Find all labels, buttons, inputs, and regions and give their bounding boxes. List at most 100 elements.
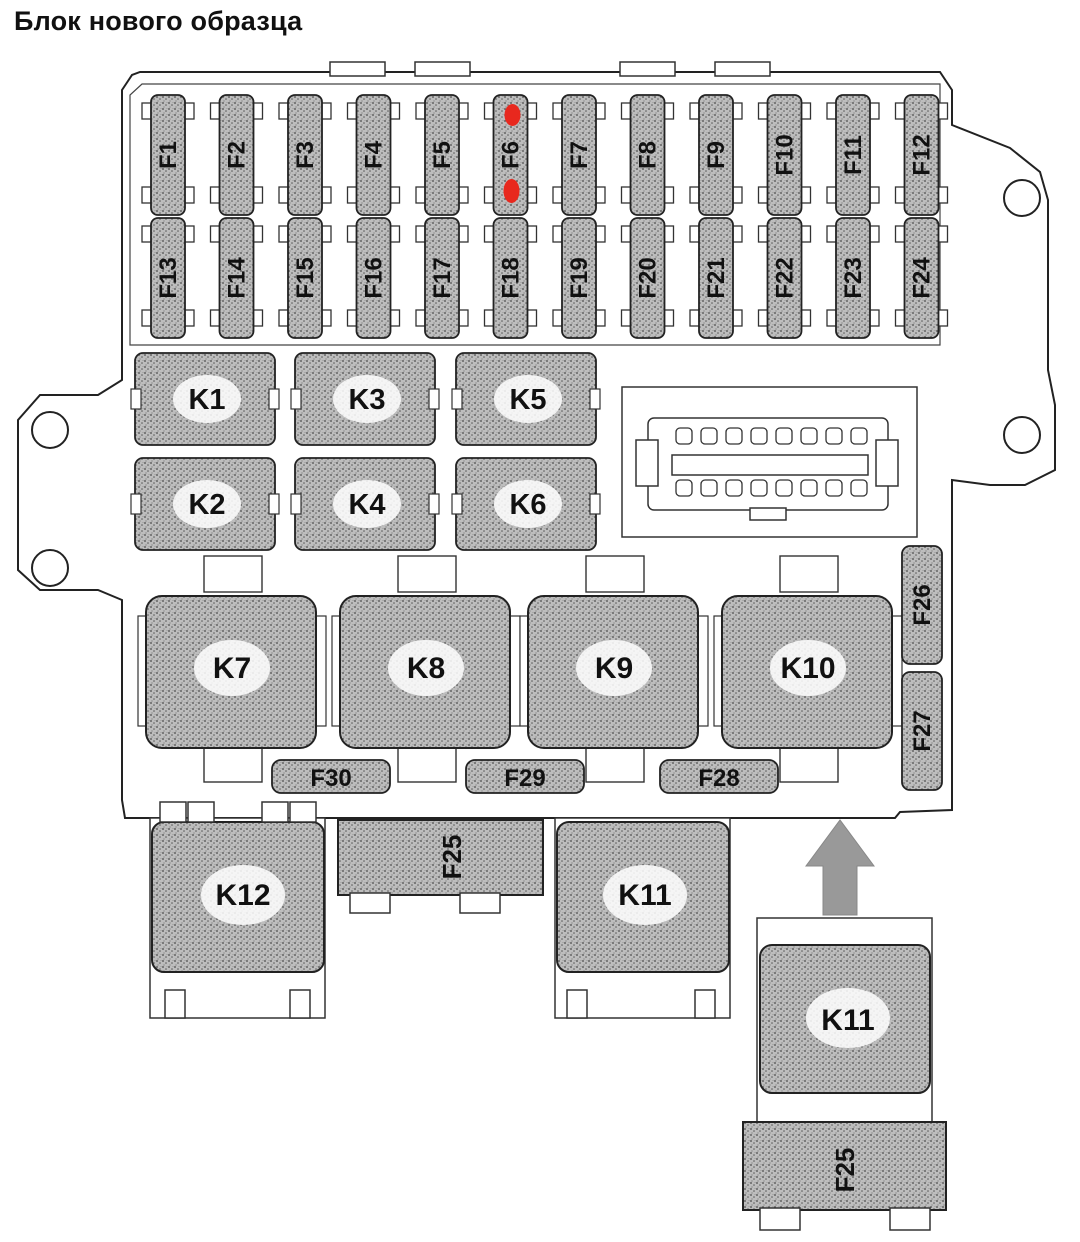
fuse-f11: F11 — [826, 94, 880, 216]
relay-label: K8 — [407, 652, 445, 685]
fuse-label: F5 — [429, 141, 456, 169]
fuse-label: F3 — [292, 141, 319, 169]
fuse-label: F23 — [840, 257, 867, 298]
fuse-f9: F9 — [689, 94, 743, 216]
fuse-label: F29 — [504, 765, 545, 792]
mount-hole-right-top — [1003, 179, 1041, 217]
fuse-f1: F1 — [141, 94, 195, 216]
detail-fuse-f25-label: F25 — [830, 1148, 860, 1193]
relay-k4: K4 — [290, 457, 440, 551]
relay-k1: K1 — [130, 352, 280, 446]
fuse-f5: F5 — [415, 94, 469, 216]
relay-k9: K9 — [519, 555, 709, 783]
diagram-title: Блок нового образца — [14, 6, 303, 36]
fuse-f23: F23 — [826, 217, 880, 339]
relay-k12-label: K12 — [215, 879, 270, 912]
relay-label: K7 — [213, 652, 251, 685]
housing-inner-outline — [129, 83, 941, 346]
fuse-f21: F21 — [689, 217, 743, 339]
fuse-f7: F7 — [552, 94, 606, 216]
fuse-label: F19 — [566, 257, 593, 298]
fuse-f10: F10 — [757, 94, 812, 216]
fuse-f27: F27 — [901, 671, 943, 791]
fuse-label: F7 — [566, 141, 593, 169]
fuse-f6: F6 — [483, 94, 538, 216]
mount-hole-left-bottom — [31, 549, 69, 587]
fuse-f24: F24 — [894, 217, 949, 339]
fuse-f25 — [337, 819, 544, 896]
fuse-label: F11 — [840, 135, 867, 175]
insert-arrow — [805, 819, 875, 916]
fuse-label: F20 — [635, 257, 662, 298]
fuse-f29: F29 — [465, 759, 585, 794]
fuse-f28: F28 — [659, 759, 779, 794]
fuse-label: F2 — [224, 141, 251, 169]
relay-label: K2 — [188, 489, 225, 521]
large-relays: K7 K8 K9 K10 — [137, 555, 903, 783]
fuse-f19: F19 — [552, 217, 606, 339]
fuse-label: F28 — [698, 765, 739, 792]
relay-k7: K7 — [137, 555, 327, 783]
relay-k2: K2 — [130, 457, 280, 551]
relay-label: K1 — [188, 384, 225, 416]
fuse-label: F26 — [909, 584, 936, 625]
relay-k10: K10 — [713, 555, 903, 783]
fuse-f13: F13 — [141, 217, 195, 339]
detail-relay-k11-label: K11 — [821, 1004, 874, 1037]
fuse-f26: F26 — [901, 545, 943, 665]
relay-k3: K3 — [290, 352, 440, 446]
horizontal-fuses: F30 F29 F28 — [271, 759, 779, 794]
fuse-f18: F18 — [483, 217, 538, 339]
fuse-label: F21 — [703, 257, 730, 298]
fuse-label: F27 — [909, 710, 936, 751]
relay-label: K6 — [509, 489, 546, 521]
fuse-label: F6 — [498, 141, 525, 169]
bottom-section: K12 F25 K11 K11 — [149, 801, 947, 1231]
fuse-label: F14 — [224, 257, 251, 299]
fuse-label: F8 — [635, 141, 662, 169]
fuse-label: F18 — [498, 257, 525, 298]
fuse-row-bottom: F13 F14 F15 F16 F17 F18 F19 F20 F21 F22 F23 F24 — [141, 217, 949, 339]
top-clips — [329, 61, 771, 77]
mount-hole-right-mid — [1003, 416, 1041, 454]
marker-dot — [503, 179, 520, 203]
fuse-f22: F22 — [757, 217, 812, 339]
relay-k5: K5 — [451, 352, 601, 446]
fuse-f25-label: F25 — [437, 835, 467, 880]
fuse-label: F30 — [310, 765, 351, 792]
fuse-f8: F8 — [620, 94, 675, 216]
relay-k8: K8 — [331, 555, 521, 783]
fuse-label: F4 — [361, 140, 388, 169]
fuse-label: F9 — [703, 141, 730, 169]
fuse-f17: F17 — [415, 217, 469, 339]
fuse-f4: F4 — [346, 94, 401, 216]
fuse-label: F16 — [361, 257, 388, 298]
fuse-f20: F20 — [620, 217, 675, 339]
relay-label: K5 — [509, 384, 546, 416]
mount-hole-left-top — [31, 411, 69, 449]
marker-dot — [504, 104, 521, 126]
fuse-f30: F30 — [271, 759, 391, 794]
diagnostic-connector — [621, 386, 918, 538]
fuse-f15: F15 — [278, 217, 332, 339]
relay-label: K4 — [348, 489, 385, 521]
fuse-f12: F12 — [894, 94, 949, 216]
fuse-label: F10 — [772, 134, 799, 175]
fuse-label: F22 — [772, 257, 799, 298]
housing-outline — [17, 71, 1056, 819]
fuse-label: F24 — [909, 257, 936, 299]
relay-label: K3 — [348, 384, 385, 416]
fuse-label: F1 — [155, 141, 182, 169]
detail-fuse-f25 — [742, 1121, 947, 1211]
fuse-f14: F14 — [209, 217, 264, 339]
fuse-label: F12 — [909, 134, 936, 175]
fuse-label: F17 — [429, 257, 456, 298]
relay-label: K10 — [780, 652, 835, 685]
fuse-f3: F3 — [278, 94, 332, 216]
fuse-row-top: F1 F2 F3 F4 F5 F6 F7 F8 F9 F10 F11 F12 — [141, 94, 949, 216]
fuse-f16: F16 — [346, 217, 401, 339]
relay-k11-label: K11 — [618, 879, 671, 912]
